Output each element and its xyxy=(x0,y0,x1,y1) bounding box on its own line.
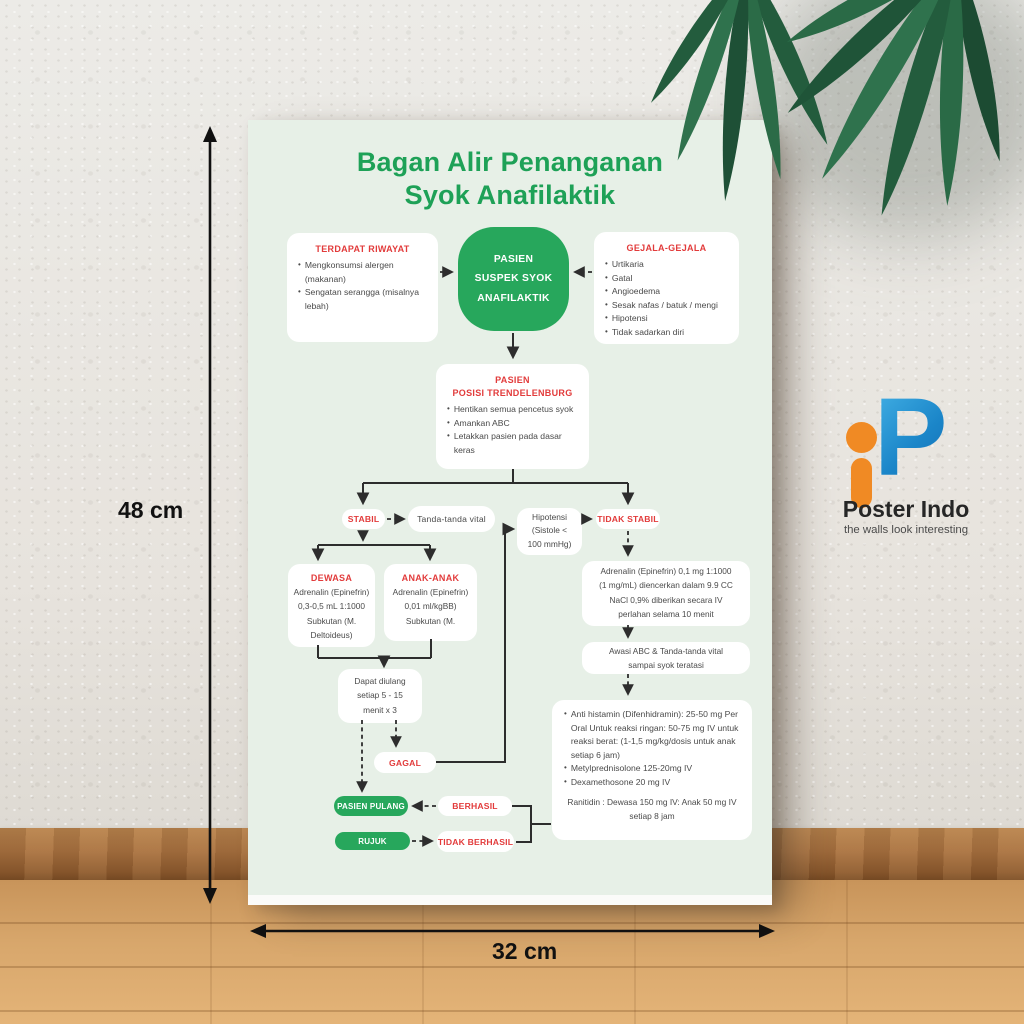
bullet-icon: • xyxy=(447,404,450,413)
list-item: •Hentikan semua pencetus syok xyxy=(447,403,581,417)
list-item: setiap 5 - 15 xyxy=(357,690,403,701)
list-item: •Sengatan serangga (misalnya lebah) xyxy=(298,286,430,313)
diulang-lines: Dapat diulang setiap 5 - 15 menit x 3 xyxy=(338,674,422,717)
bullet-icon: • xyxy=(447,431,450,441)
gejala-bullets: •Urtikaria•Gatal•Angioedema•Sesak nafas … xyxy=(594,258,739,339)
logo-i-dot-icon xyxy=(846,422,877,453)
awasi-box: Awasi ABC & Tanda-tanda vital sampai syok… xyxy=(582,642,750,674)
height-label: 48 cm xyxy=(118,497,184,523)
hipotensi-line2: (Sistole < xyxy=(531,525,568,536)
list-item: •Tidak sadarkan diri xyxy=(605,326,731,340)
riwayat-title: TERDAPAT RIWAYAT xyxy=(315,244,410,254)
list-item: •Mengkonsumsi alergen (makanan) xyxy=(298,259,430,286)
bullet-icon: • xyxy=(298,260,301,269)
pasien-pulang-pill: PASIEN PULANG xyxy=(334,796,408,816)
brand-tagline: the walls look interesting xyxy=(843,524,969,536)
list-item: •Metylprednisolone 125-20mg IV xyxy=(564,762,743,776)
bullet-icon: • xyxy=(564,776,567,786)
terapi-box: •Anti histamin (Difenhidramin): 25-50 mg… xyxy=(552,700,752,840)
bullet-icon: • xyxy=(447,417,450,427)
bullet-icon: • xyxy=(605,313,608,323)
rujuk-pill: RUJUK xyxy=(335,832,410,850)
trendelenburg-title2: POSISI TRENDELENBURG xyxy=(452,388,573,398)
terapi-bullets: •Anti histamin (Difenhidramin): 25-50 mg… xyxy=(552,708,752,789)
list-item: •Amankan ABC xyxy=(447,417,581,431)
suspek-line2: SUSPEK SYOK xyxy=(474,273,553,285)
width-label: 32 cm xyxy=(492,938,558,964)
adrenalin-iv-lines: Adrenalin (Epinefrin) 0,1 mg 1:1000 (1 mg… xyxy=(582,564,750,621)
list-item: Deltoideus) xyxy=(310,629,353,640)
bullet-icon: • xyxy=(564,763,567,773)
list-item: 0,01 ml/kgBB) xyxy=(404,601,457,612)
suspek-line3: ANAFILAKTIK xyxy=(477,292,550,304)
berhasil-pill: BERHASIL xyxy=(438,796,512,816)
gejala-title: GEJALA-GEJALA xyxy=(626,243,707,253)
tidak-berhasil-pill: TIDAK BERHASIL xyxy=(437,831,514,852)
list-item: Adrenalin (Epinefrin) xyxy=(392,587,469,597)
list-item: NaCl 0,9% diberikan secara IV xyxy=(609,594,723,605)
list-item: •Angioedema xyxy=(605,285,731,299)
gejala-box: GEJALA-GEJALA •Urtikaria•Gatal•Angioedem… xyxy=(594,232,739,344)
gagal-pill: GAGAL xyxy=(374,752,436,773)
dewasa-title: DEWASA xyxy=(310,573,353,583)
list-item: sampai syok teratasi xyxy=(628,660,704,671)
list-item: Adrenalin (Epinefrin) xyxy=(293,587,370,597)
bullet-icon: • xyxy=(605,272,608,282)
list-item: Awasi ABC & Tanda-tanda vital xyxy=(608,646,724,656)
list-item: Subkutan (M. xyxy=(405,615,456,626)
bullet-icon: • xyxy=(605,286,608,296)
trendelenburg-bullets: •Hentikan semua pencetus syok•Amankan AB… xyxy=(436,403,589,457)
list-item: •Urtikaria xyxy=(605,258,731,272)
poster-title: Bagan Alir Penanganan Syok Anafilaktik xyxy=(248,146,772,212)
logo-i-bar-icon xyxy=(851,458,872,508)
poster-title-line2: Syok Anafilaktik xyxy=(404,180,616,210)
tanda-vital-pill: Tanda-tanda vital xyxy=(408,506,495,532)
list-item: •Dexamethosone 20 mg IV xyxy=(564,776,743,790)
list-item: (1 mg/mL) diencerkan dalam 9.9 CC xyxy=(599,580,733,591)
list-item: 0,3-0,5 mL 1:1000 xyxy=(297,601,366,612)
hipotensi-line3: 100 mmHg) xyxy=(527,538,572,549)
poster-indo-logo: P xyxy=(846,376,974,508)
suspek-node: PASIEN SUSPEK SYOK ANAFILAKTIK xyxy=(458,227,569,331)
poster-title-line1: Bagan Alir Penanganan xyxy=(356,147,664,177)
list-item: Subkutan (M. xyxy=(306,615,357,626)
list-item: perlahan selama 10 menit xyxy=(618,608,714,619)
list-item: •Gatal xyxy=(605,272,731,286)
logo-p-icon: P xyxy=(874,376,948,499)
awasi-lines: Awasi ABC & Tanda-tanda vital sampai syok… xyxy=(582,644,750,673)
anak-box: ANAK-ANAK Adrenalin (Epinefrin) 0,01 ml/k… xyxy=(384,564,477,641)
hipotensi-line1: Hipotensi xyxy=(532,512,567,522)
list-item: Dapat diulang xyxy=(354,676,406,686)
bullet-icon: • xyxy=(605,299,608,309)
stabil-pill: STABIL xyxy=(342,509,385,529)
list-item: •Hipotensi xyxy=(605,312,731,326)
suspek-line1: PASIEN xyxy=(493,253,534,265)
list-item: •Anti histamin (Difenhidramin): 25-50 mg… xyxy=(564,708,743,762)
anak-title: ANAK-ANAK xyxy=(401,573,460,583)
hipotensi-box: Hipotensi (Sistole < 100 mmHg) xyxy=(517,508,582,555)
brand-name: Poster Indo xyxy=(842,496,970,522)
riwayat-bullets: •Mengkonsumsi alergen (makanan)•Sengatan… xyxy=(287,259,438,313)
list-item: •Sesak nafas / batuk / mengi xyxy=(605,299,731,313)
terapi-footer1: Ranitidin : Dewasa 150 mg IV: Anak 50 mg… xyxy=(567,797,737,808)
trendelenburg-title1: PASIEN xyxy=(495,375,530,385)
diulang-box: Dapat diulang setiap 5 - 15 menit x 3 xyxy=(338,669,422,723)
bullet-icon: • xyxy=(605,326,608,336)
bullet-icon: • xyxy=(298,287,301,297)
bullet-icon: • xyxy=(605,259,608,268)
dewasa-box: DEWASA Adrenalin (Epinefrin) 0,3-0,5 mL 1… xyxy=(288,564,375,647)
list-item: Adrenalin (Epinefrin) 0,1 mg 1:1000 xyxy=(600,566,732,576)
list-item: menit x 3 xyxy=(363,704,397,715)
terapi-footer2: setiap 8 jam xyxy=(629,811,675,822)
tidak-stabil-pill: TIDAK STABIL xyxy=(596,509,660,529)
anak-lines: Adrenalin (Epinefrin) 0,01 ml/kgBB) Subkut… xyxy=(384,585,477,628)
adrenalin-iv-box: Adrenalin (Epinefrin) 0,1 mg 1:1000 (1 mg… xyxy=(582,561,750,626)
bullet-icon: • xyxy=(564,709,567,718)
trendelenburg-box: PASIEN POSISI TRENDELENBURG •Hentikan se… xyxy=(436,364,589,469)
list-item: •Letakkan pasien pada dasar keras xyxy=(447,430,581,457)
riwayat-box: TERDAPAT RIWAYAT •Mengkonsumsi alergen (… xyxy=(287,233,438,342)
